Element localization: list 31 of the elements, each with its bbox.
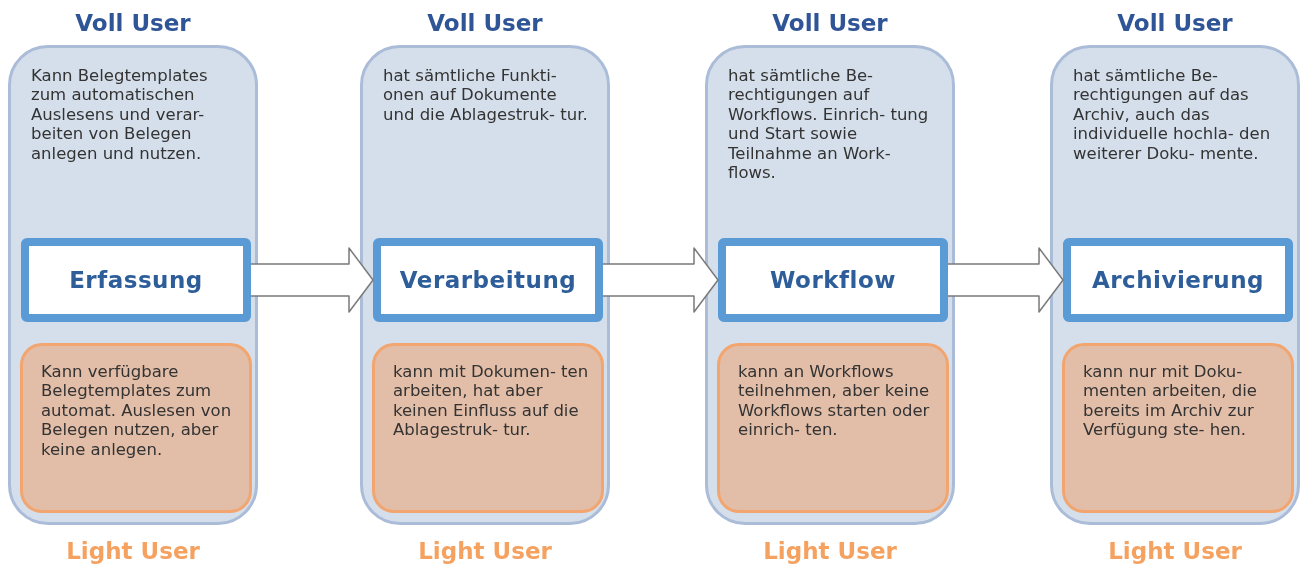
role-heading: Light User bbox=[417, 538, 553, 564]
light-user-box bbox=[372, 343, 604, 513]
light-user-box bbox=[1062, 343, 1294, 513]
light-user-description: kann an Workflows teilnehmen, aber keine Workflows starten oder einrich- ten. bbox=[738, 362, 931, 440]
role-heading: Light User bbox=[65, 538, 201, 564]
stage-title: Workflow bbox=[770, 267, 896, 293]
stage-box bbox=[21, 238, 251, 322]
light-user-description: Kann verfügbare Belegtemplates zum automat. Auslesen von Belegen nutzen, aber keine anlegen. bbox=[41, 362, 233, 460]
role-heading: Light User bbox=[762, 538, 898, 564]
stage-box bbox=[373, 238, 603, 322]
stage-title: Erfassung bbox=[69, 267, 203, 293]
full-user-description: hat sämtliche Funkti- onen auf Dokumente und die Ablagestruk- tur. bbox=[383, 66, 588, 125]
block-arrow bbox=[602, 247, 719, 313]
light-user-description: kann mit Dokumen- ten arbeiten, hat aber keinen Einfluss auf die Ablagestruk- tur. bbox=[393, 362, 590, 440]
stage-title: Archivierung bbox=[1091, 267, 1265, 293]
stage-title: Verarbeitung bbox=[399, 267, 577, 293]
full-user-description: hat sämtliche Be- rechtigungen auf das Archiv, auch das individuelle hochla- den weiterer Doku- mente. bbox=[1073, 66, 1272, 164]
light-user-box bbox=[20, 343, 252, 513]
block-arrow bbox=[947, 247, 1064, 313]
stage-box bbox=[718, 238, 948, 322]
light-user-description: kann nur mit Doku- menten arbeiten, die bereits im Archiv zur Verfügung ste- hen. bbox=[1083, 362, 1258, 440]
role-heading: Voll User bbox=[426, 10, 544, 36]
role-heading: Light User bbox=[1107, 538, 1243, 564]
stage-box bbox=[1063, 238, 1293, 322]
block-arrow bbox=[250, 247, 374, 313]
light-user-box bbox=[717, 343, 949, 513]
role-heading: Voll User bbox=[771, 10, 889, 36]
role-heading: Voll User bbox=[74, 10, 192, 36]
full-user-description: Kann Belegtemplates zum automatischen Auslesens und verar- beiten von Belegen anlegen und nutzen. bbox=[31, 66, 209, 164]
full-user-description: hat sämtliche Be- rechtigungen auf Workflows. Einrich- tung und Start sowie Teilnahme an Work- flows. bbox=[728, 66, 930, 183]
role-heading: Voll User bbox=[1116, 10, 1234, 36]
